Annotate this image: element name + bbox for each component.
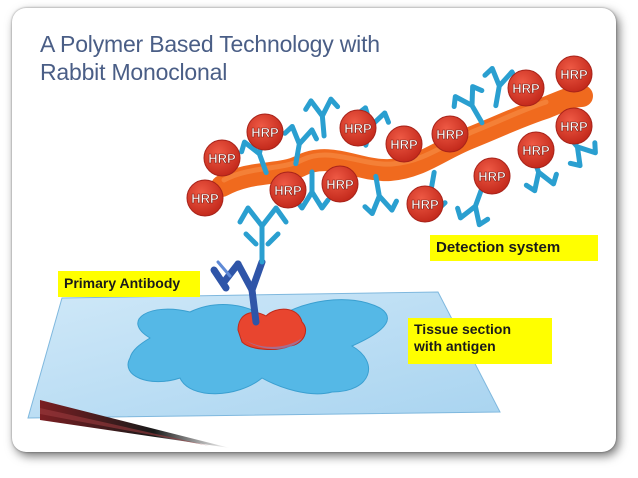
polymer-highlight <box>221 99 549 183</box>
secondary-antibody <box>293 169 331 211</box>
hrp-label: HRP <box>411 197 439 212</box>
hrp-bead: HRP <box>269 171 307 209</box>
secondary-antibody <box>282 123 319 167</box>
hrp-label: HRP <box>436 127 464 142</box>
hrp-bead: HRP <box>473 157 511 195</box>
detection-system-label: Detection system <box>430 235 598 261</box>
hrp-label: HRP <box>191 191 219 206</box>
tissue-label-line-2: with antigen <box>414 338 496 354</box>
hrp-label: HRP <box>560 67 588 82</box>
antigen-shadow <box>240 336 302 350</box>
secondary-antibody <box>303 96 341 139</box>
hrp-bead: HRP <box>246 113 284 151</box>
hrp-label: HRP <box>208 151 236 166</box>
secondary-antibody <box>455 184 491 228</box>
hrp-label: HRP <box>390 137 418 152</box>
hrp-bead: HRP <box>517 131 555 169</box>
hrp-bead: HRP <box>339 109 377 147</box>
primary-antibody-label: Primary Antibody <box>58 271 200 297</box>
title-line-2: Rabbit Monoclonal <box>40 59 228 85</box>
hrp-bead: HRP <box>406 185 444 223</box>
hrp-bead: HRP <box>555 55 593 93</box>
secondary-antibody <box>482 65 519 109</box>
hrp-bead: HRP <box>431 115 469 153</box>
hrp-label: HRP <box>512 81 540 96</box>
primary-antibody-highlight <box>216 260 232 278</box>
hrp-beads: HRP HRP HRP HRP HRP HRP HRP HRP HRP HRP HRP HRP HRP H… <box>186 55 593 223</box>
hrp-label: HRP <box>522 143 550 158</box>
hrp-bead: HRP <box>186 179 224 217</box>
hrp-label: HRP <box>560 119 588 134</box>
hrp-bead: HRP <box>321 165 359 203</box>
hrp-bead: HRP <box>507 69 545 107</box>
tissue-section-label: Tissue section with antigen <box>408 318 552 364</box>
tissue-label-line-1: Tissue section <box>414 321 512 337</box>
hrp-bead: HRP <box>203 139 241 177</box>
hrp-label: HRP <box>326 177 354 192</box>
corner-arrow <box>40 400 230 448</box>
hrp-label: HRP <box>274 183 302 198</box>
hrp-label: HRP <box>478 169 506 184</box>
secondary-antibodies <box>237 205 289 265</box>
secondary-antibody <box>362 173 399 217</box>
hrp-bead: HRP <box>385 125 423 163</box>
secondary-antibody <box>451 84 485 126</box>
hrp-bead: HRP <box>555 107 593 145</box>
slide-title: A Polymer Based Technology with Rabbit M… <box>40 30 420 86</box>
hrp-label: HRP <box>344 121 372 136</box>
corner-arrow-accent <box>40 408 210 446</box>
primary-antibody <box>210 258 266 326</box>
hrp-label: HRP <box>251 125 279 140</box>
polymer-backbone <box>211 85 593 197</box>
title-line-1: A Polymer Based Technology with <box>40 31 380 57</box>
